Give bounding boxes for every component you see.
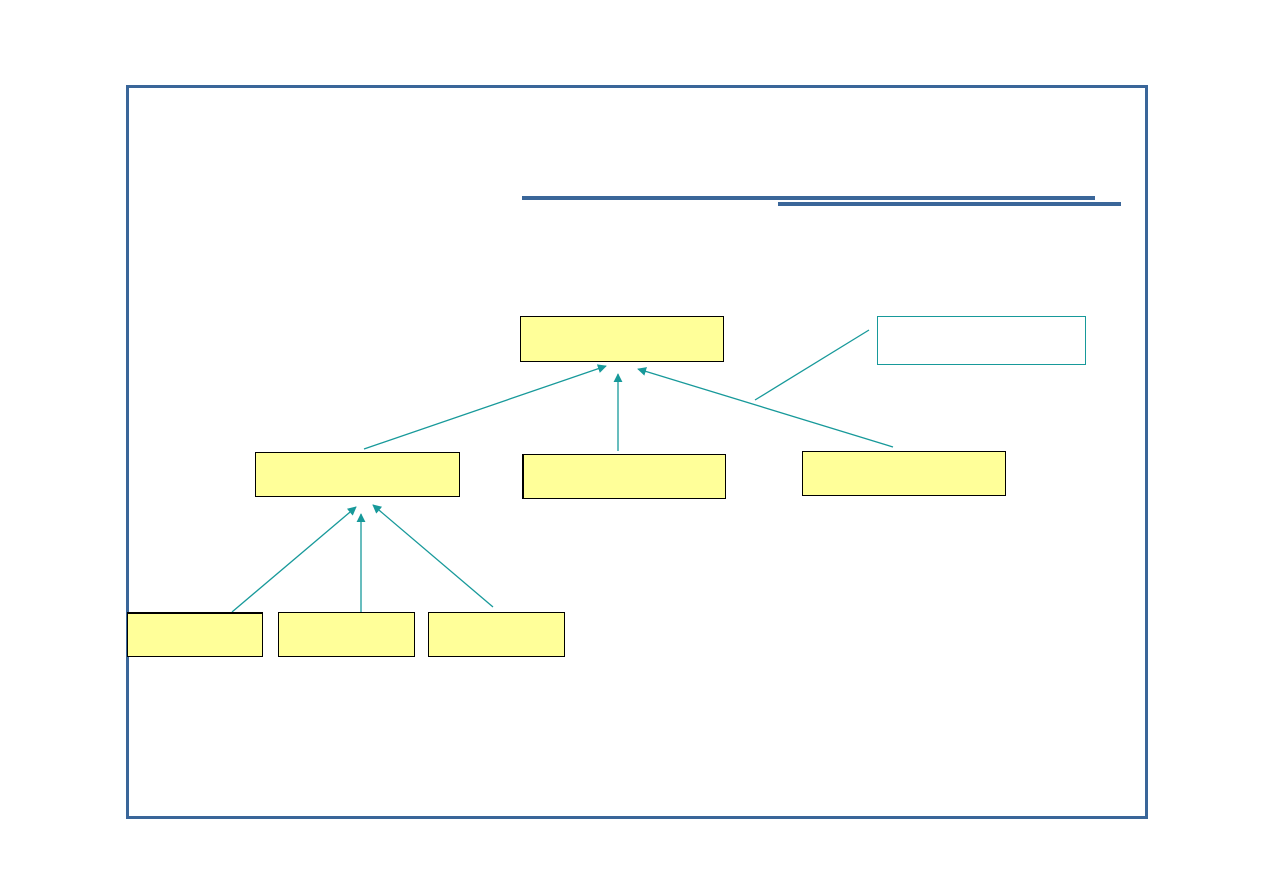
slide-frame: [126, 85, 1148, 819]
callout-box[interactable]: [877, 316, 1086, 365]
node-left[interactable]: [255, 452, 460, 497]
node-leaf-1[interactable]: [127, 612, 263, 657]
title-rule-upper: [522, 196, 1095, 200]
node-right[interactable]: [802, 451, 1006, 496]
edge-left-to-root: [363, 364, 607, 450]
edge-callout-pointer: [754, 329, 870, 401]
node-leaf-3[interactable]: [428, 612, 565, 657]
node-leaf-2[interactable]: [278, 612, 415, 657]
edge-leaf-3-to-left: [372, 504, 494, 608]
title-rule-lower: [778, 202, 1121, 206]
node-root[interactable]: [520, 316, 724, 362]
edge-leaf-1-to-left: [231, 506, 357, 613]
node-middle[interactable]: [522, 454, 726, 499]
edge-right-to-root: [637, 367, 894, 448]
